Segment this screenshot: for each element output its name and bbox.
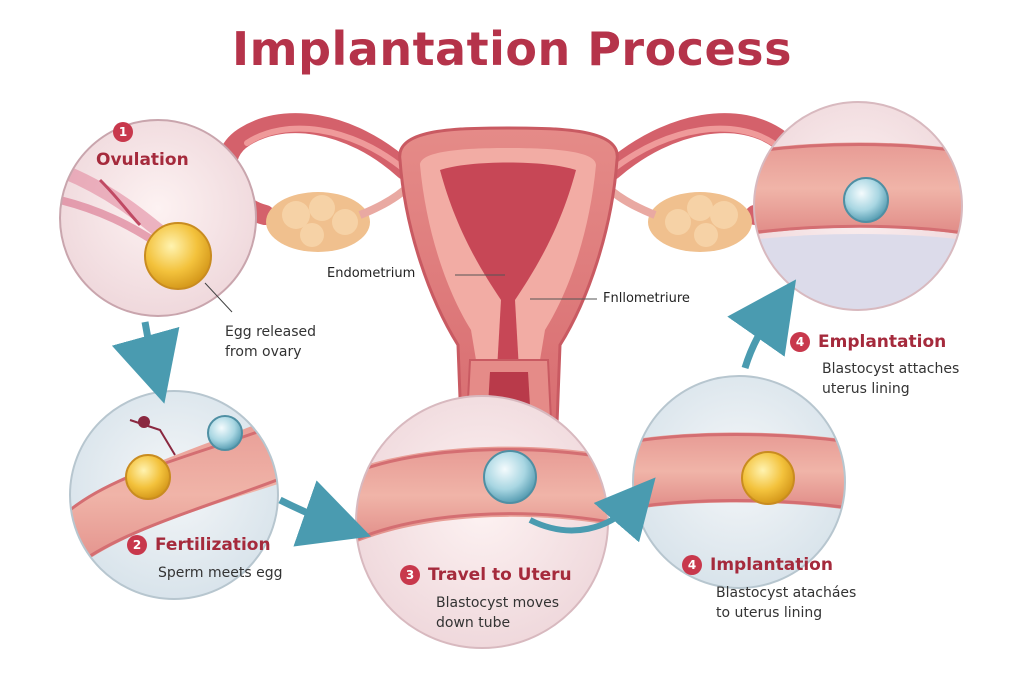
step-1-illustration [59, 119, 257, 317]
step-5-illustration [753, 101, 963, 311]
step-1-title: Ovulation [96, 150, 189, 170]
step-2-illustration [69, 390, 279, 600]
step-2-description: Sperm meets egg [158, 565, 283, 581]
step-5-desc-line-1: Blastocyst attaches [822, 361, 960, 377]
endometrium-label-right: Fnllometriure [603, 291, 690, 306]
step-4-title-row: 4 Implantation [682, 555, 833, 575]
page-title: Implantation Process [232, 22, 792, 76]
step-5-desc-line-2: uterus lining [822, 381, 910, 397]
uterus-diagram [216, 113, 804, 452]
step-5-title-row: 4 Emplantation [790, 332, 946, 352]
arrow-3-to-4 [528, 477, 656, 543]
step-3-desc-line-1: Blastocyst moves [436, 595, 560, 611]
arrow-2-to-3 [278, 480, 372, 547]
step-3-title: Travel to Uteru [428, 565, 572, 585]
step-1-badge-wrap: 1 [113, 121, 141, 142]
step-3-description: Blastocyst moves down tube [436, 593, 559, 633]
arrow-1-to-2 [111, 321, 180, 404]
step-4-badge: 4 [682, 555, 702, 575]
arrow-4-to-5 [727, 279, 797, 370]
step-5-title: Emplantation [818, 332, 947, 352]
step-1-badge: 1 [113, 121, 133, 142]
step-4-desc-line-1: Blastocyst atacháes [716, 585, 857, 601]
step-5-description: Blastocyst attaches uterus lining [822, 359, 959, 399]
step-2-badge: 2 [127, 535, 147, 555]
step-2-title-row: 2 Fertilization [127, 535, 271, 555]
step-4-title: Implantation [710, 555, 833, 575]
step-1-desc-line-1: Egg released [225, 324, 317, 340]
step-4-desc-line-2: to uterus lining [716, 605, 823, 621]
step-3-desc-line-2: down tube [436, 615, 511, 631]
step-1-description: Egg released from ovary [225, 322, 316, 362]
ovary-right [648, 192, 752, 252]
step-1-desc-line-2: from ovary [225, 344, 302, 360]
step-3-badge: 3 [400, 565, 420, 585]
step-3-title-row: 3 Travel to Uteru [400, 565, 572, 585]
step-2-title: Fertilization [155, 535, 271, 555]
step-5-badge: 4 [790, 332, 810, 352]
step-4-description: Blastocyst atacháes to uterus lining [716, 583, 856, 623]
ovary-left [266, 192, 370, 252]
step-3-illustration [355, 395, 609, 649]
endometrium-label-left: Endometrium [327, 266, 416, 281]
